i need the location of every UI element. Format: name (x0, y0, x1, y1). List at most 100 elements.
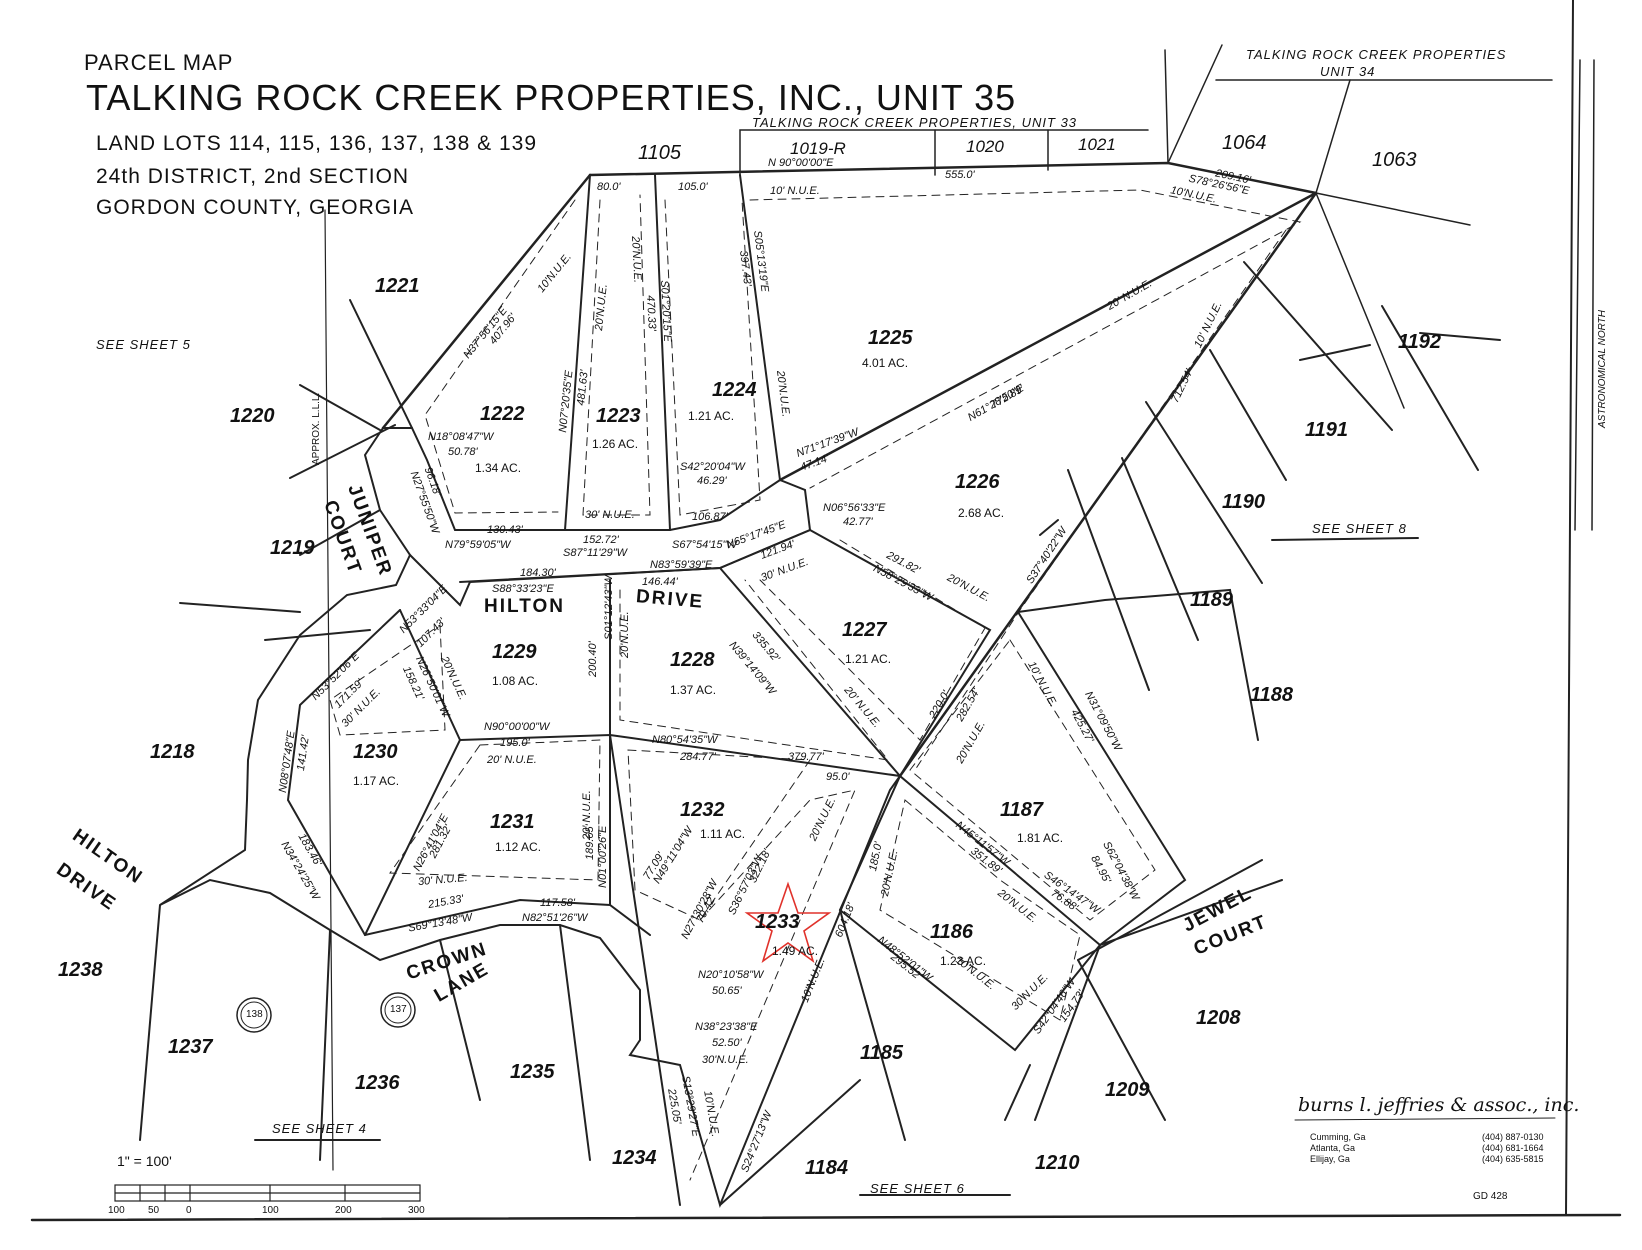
distance: 379.77' (788, 751, 824, 763)
bearing: S87°11'29"W (563, 547, 628, 559)
lot-label: 1219 (270, 537, 315, 559)
office-city: Cumming, Ga (1310, 1132, 1366, 1142)
bearing: N83°59'39"E (650, 559, 713, 571)
scale-tick: 100 (262, 1205, 279, 1216)
unit34-label-1: TALKING ROCK CREEK PROPERTIES (1246, 47, 1507, 62)
distance: 152.72' (583, 534, 619, 546)
office-city: Atlanta, Ga (1310, 1143, 1356, 1153)
lot-label: 1227 (842, 619, 887, 641)
lot-label: 1221 (375, 275, 420, 297)
bearing: S42°20'04"W (680, 461, 745, 473)
approx-lll-label: APPROX. L.L.L. (311, 392, 322, 465)
distance: 189.65' (584, 824, 596, 860)
lot-label: 1210 (1035, 1152, 1080, 1174)
distance: 117.58' (540, 897, 575, 909)
scale-tick: 50 (148, 1205, 160, 1216)
land-lot-badge: 137 (390, 1004, 407, 1015)
distance: 42.77' (843, 516, 873, 528)
bearing: S67°54'15"W (672, 539, 737, 551)
lot-acres: 4.01 AC. (862, 356, 909, 370)
bearing: N18°08'47"W (428, 431, 494, 443)
scale-tick: 100 (108, 1205, 125, 1216)
lot-label: 1225 (868, 327, 913, 349)
lot-label: 1234 (612, 1147, 657, 1169)
lot-acres: 1.49 AC. (772, 944, 819, 958)
distance: 105.0' (678, 181, 708, 193)
distance: 52.50' (712, 1037, 742, 1049)
lot-label: 1192 (1398, 331, 1442, 353)
office-phone: (404) 681-1664 (1482, 1143, 1544, 1153)
lot-acres: 1.34 AC. (475, 461, 522, 475)
lot-label: 1020 (966, 137, 1004, 156)
lot-label: 1226 (955, 471, 1000, 493)
nue-label: 30'N.U.E. (702, 1054, 749, 1066)
bearing: N79°59'05"W (445, 539, 511, 551)
distance: 146.44' (642, 576, 678, 588)
scale-tick: 300 (408, 1205, 425, 1216)
lot-label: 1236 (355, 1072, 400, 1094)
lot-label: 1064 (1222, 132, 1267, 154)
office-phone: (404) 887-0130 (1482, 1132, 1544, 1142)
scale-tick: 0 (186, 1205, 192, 1216)
lot-label: 1231 (490, 811, 535, 833)
see-sheet-label: SEE SHEET 5 (96, 337, 191, 352)
bearing: N 90°00'00"E (768, 157, 834, 169)
distance: 95.0' (826, 771, 850, 783)
lot-label: 1021 (1078, 135, 1116, 154)
distance: 195.0' (500, 737, 530, 749)
bearing: S01°12'43"W (603, 575, 615, 640)
county-line: GORDON COUNTY, GEORGIA (96, 196, 414, 219)
distance: 470.33' (644, 294, 658, 332)
distance: 555.0' (945, 169, 975, 181)
lot-label: 1186 (930, 921, 974, 943)
unit34-label-2: UNIT 34 (1320, 64, 1376, 79)
lot-label: 1235 (510, 1061, 555, 1083)
bearing: N06°56'33"E (823, 502, 886, 514)
lot-label: 1232 (680, 799, 725, 821)
lot-label: 1208 (1196, 1007, 1241, 1029)
lot-label: 1019-R (790, 139, 846, 158)
distance: 284.77' (680, 751, 716, 763)
distance: 50.65' (712, 985, 742, 997)
lot-label: 1237 (168, 1036, 213, 1058)
lot-acres: 1.23 AC. (940, 954, 987, 968)
map-type-label: PARCEL MAP (84, 50, 234, 75)
location-star-icon (744, 881, 832, 964)
lot-acres: 1.17 AC. (353, 774, 400, 788)
drawing-number: GD 428 (1473, 1191, 1508, 1202)
lot-label: 1230 (353, 741, 398, 763)
see-sheet-label: SEE SHEET 8 (1312, 521, 1407, 536)
lot-acres: 1.81 AC. (1017, 831, 1064, 845)
lot-label: 1218 (150, 741, 195, 763)
distance: 130.43' (487, 524, 523, 536)
distance: 80.0' (597, 181, 621, 193)
lot-label: 1222 (480, 403, 525, 425)
lot-label: 1190 (1222, 491, 1266, 513)
nue-label: 20'N.U.E. (629, 235, 644, 284)
bearing: S88°33'23"E (492, 583, 554, 595)
bearing: N82°51'26"W (522, 912, 588, 924)
astronomical-north-label: ASTRONOMICAL NORTH (1597, 310, 1608, 428)
lot-label: 1223 (596, 405, 641, 427)
land-lots-line: LAND LOTS 114, 115, 136, 137, 138 & 139 (96, 132, 537, 155)
bearing: N20°10'58"W (698, 969, 764, 981)
lot-acres: 1.21 AC. (688, 409, 735, 423)
nue-label: 30' N.U.E. (585, 509, 635, 521)
lot-acres: 1.21 AC. (845, 652, 892, 666)
scale-tick: 200 (335, 1205, 352, 1216)
lot-acres: 2.68 AC. (958, 506, 1005, 520)
see-sheet-label: SEE SHEET 4 (272, 1121, 367, 1136)
lot-label: 1224 (712, 379, 757, 401)
distance: 46.29' (697, 475, 727, 487)
bearing: N90°00'00"W (484, 721, 550, 733)
bearing: S01°20'15"E (658, 279, 674, 343)
lot-label: 1209 (1105, 1079, 1150, 1101)
lot-acres: 1.12 AC. (495, 840, 542, 854)
lot-label: 1184 (805, 1157, 849, 1179)
lot-label: 1233 (755, 911, 800, 933)
map-title: TALKING ROCK CREEK PROPERTIES, INC., UNI… (86, 77, 1017, 118)
scale-label: 1" = 100' (117, 1153, 172, 1169)
lot-acres: 1.08 AC. (492, 674, 539, 688)
